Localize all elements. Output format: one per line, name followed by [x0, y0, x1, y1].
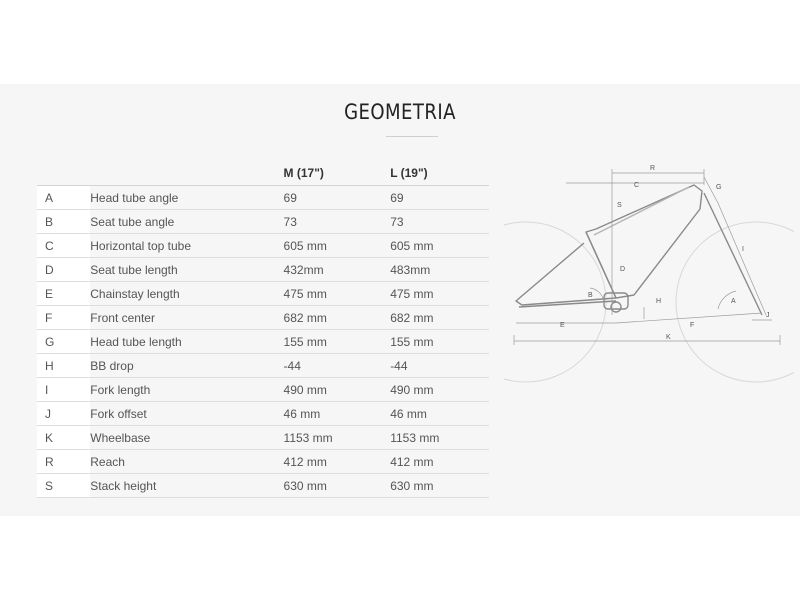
label-s: S: [617, 202, 622, 209]
label-e: E: [560, 322, 565, 329]
row-label: Reach: [90, 449, 284, 474]
row-value-l: -44: [390, 353, 489, 378]
row-value-l: 682 mm: [390, 305, 489, 330]
row-code: C: [37, 233, 91, 258]
row-value-m: 155 mm: [283, 329, 391, 354]
row-label: Head tube angle: [90, 185, 284, 210]
header-size-l: L (19"): [390, 161, 489, 186]
label-h: H: [656, 298, 661, 305]
row-label: Chainstay length: [90, 281, 284, 306]
label-d: D: [620, 266, 625, 273]
row-value-l: 46 mm: [390, 401, 489, 426]
row-label: Front center: [90, 305, 284, 330]
row-label: Horizontal top tube: [90, 233, 284, 258]
row-code: K: [37, 425, 91, 450]
row-label: Seat tube angle: [90, 209, 284, 234]
row-code: D: [37, 257, 91, 282]
title-divider: [386, 136, 438, 137]
row-value-l: 630 mm: [390, 473, 489, 498]
row-value-m: 46 mm: [283, 401, 391, 426]
label-f: F: [690, 322, 694, 329]
header-size-m: M (17"): [283, 161, 391, 186]
row-code: F: [37, 305, 91, 330]
row-code: R: [37, 449, 91, 474]
row-value-l: 483mm: [390, 257, 489, 282]
row-code: G: [37, 329, 91, 354]
row-value-l: 73: [390, 209, 489, 234]
row-value-m: 490 mm: [283, 377, 391, 402]
front-wheel: [675, 221, 794, 383]
row-code: S: [37, 473, 91, 498]
bike-frame: [515, 184, 763, 316]
label-g: G: [716, 184, 721, 191]
row-code: I: [37, 377, 91, 402]
row-label: Head tube length: [90, 329, 284, 354]
row-value-m: 432mm: [283, 257, 391, 282]
row-value-l: 475 mm: [390, 281, 489, 306]
row-value-m: 605 mm: [283, 233, 391, 258]
dimension-labels: R C G S I D B H A E F J K: [560, 165, 770, 341]
row-value-l: 69: [390, 185, 489, 210]
row-value-l: 155 mm: [390, 329, 489, 354]
row-label: Wheelbase: [90, 425, 284, 450]
row-value-l: 490 mm: [390, 377, 489, 402]
label-j: J: [766, 312, 770, 319]
header-label: [90, 161, 284, 186]
table-header-row: M (17") L (19"): [37, 161, 489, 186]
dimension-lines: [513, 169, 781, 345]
row-code: E: [37, 281, 91, 306]
bike-geometry-diagram: R C G S I D B H A E F J K: [504, 165, 794, 383]
row-value-l: 1153 mm: [390, 425, 489, 450]
row-value-m: 1153 mm: [283, 425, 391, 450]
row-value-m: 73: [283, 209, 391, 234]
label-c: C: [634, 182, 639, 189]
label-a: A: [731, 298, 736, 305]
label-b: B: [588, 292, 593, 299]
row-label: Stack height: [90, 473, 284, 498]
row-code: B: [37, 209, 91, 234]
row-value-m: -44: [283, 353, 391, 378]
row-code: J: [37, 401, 91, 426]
label-i: I: [742, 246, 744, 253]
row-value-l: 605 mm: [390, 233, 489, 258]
row-value-m: 682 mm: [283, 305, 391, 330]
label-k: K: [666, 334, 671, 341]
row-label: BB drop: [90, 353, 284, 378]
row-label: Fork length: [90, 377, 284, 402]
page-title: GEOMETRIA: [344, 100, 456, 124]
header-code: [37, 161, 91, 186]
row-code: A: [37, 185, 91, 210]
row-label: Fork offset: [90, 401, 284, 426]
row-value-m: 412 mm: [283, 449, 391, 474]
row-code: H: [37, 353, 91, 378]
label-r: R: [650, 165, 655, 172]
row-value-m: 69: [283, 185, 391, 210]
row-value-m: 630 mm: [283, 473, 391, 498]
row-value-l: 412 mm: [390, 449, 489, 474]
row-value-m: 475 mm: [283, 281, 391, 306]
row-label: Seat tube length: [90, 257, 284, 282]
